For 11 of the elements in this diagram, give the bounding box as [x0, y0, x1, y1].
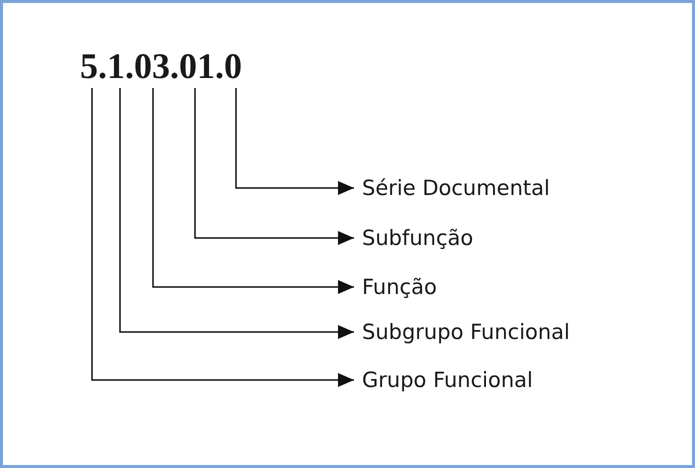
category-label: Série Documental [362, 175, 550, 201]
category-label: Subgrupo Funcional [362, 319, 570, 345]
category-label: Grupo Funcional [362, 367, 533, 393]
arrow [152, 88, 354, 294]
arrow [194, 88, 354, 245]
code-number: 5.1.03.01.0 [80, 46, 242, 86]
category-label: Subfunção [362, 225, 474, 251]
arrow [235, 88, 354, 195]
arrow [91, 88, 354, 387]
arrow [119, 88, 354, 339]
category-label: Função [362, 274, 437, 300]
